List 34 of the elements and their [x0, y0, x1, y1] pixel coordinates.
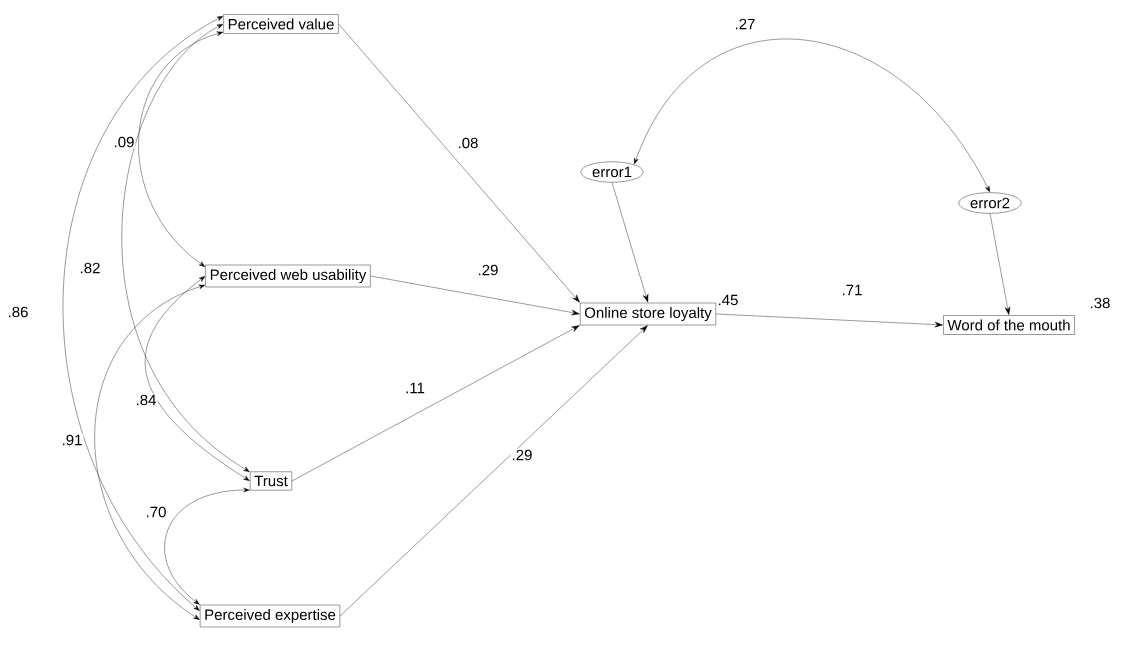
- double-headed-arrow: [94, 284, 206, 620]
- double-headed-arrow: [121, 24, 250, 472]
- arrow: [339, 325, 648, 617]
- arrow: [370, 275, 580, 316]
- variable-box: Perceived expertise: [199, 604, 341, 628]
- coefficient-label: .38: [1090, 297, 1110, 309]
- arrow: [291, 325, 580, 482]
- double-headed-arrow: [145, 276, 250, 481]
- edge-label: .71: [840, 283, 864, 297]
- variable-box: Word of the mouth: [943, 315, 1075, 335]
- variable-box: Perceived web usability: [205, 264, 371, 288]
- arrow: [611, 182, 649, 303]
- edge-label: .91: [60, 433, 84, 447]
- edge-label: .29: [510, 448, 534, 462]
- edge-label: .27: [733, 17, 757, 31]
- variable-box: Perceived value: [223, 14, 339, 34]
- variable-box: Trust: [250, 471, 292, 491]
- edge-label: .08: [456, 136, 480, 150]
- double-headed-arrow: [63, 16, 224, 611]
- double-headed-arrow: [634, 39, 990, 193]
- edge-label: .84: [134, 393, 158, 407]
- edge-label: .86: [6, 305, 30, 319]
- coefficient-label: .45: [718, 294, 738, 306]
- edge-label: .82: [78, 261, 102, 275]
- edge-label: .11: [404, 381, 426, 395]
- variable-box: Online store loyalty: [580, 302, 716, 326]
- double-headed-arrow: [138, 31, 224, 267]
- edge-label: .09: [112, 135, 136, 149]
- arrow: [338, 23, 580, 303]
- edge-label: .29: [476, 263, 500, 277]
- edge-label: .70: [144, 505, 168, 519]
- arrow: [989, 213, 1011, 315]
- arrow: [715, 313, 943, 328]
- double-headed-arrow: [164, 487, 250, 605]
